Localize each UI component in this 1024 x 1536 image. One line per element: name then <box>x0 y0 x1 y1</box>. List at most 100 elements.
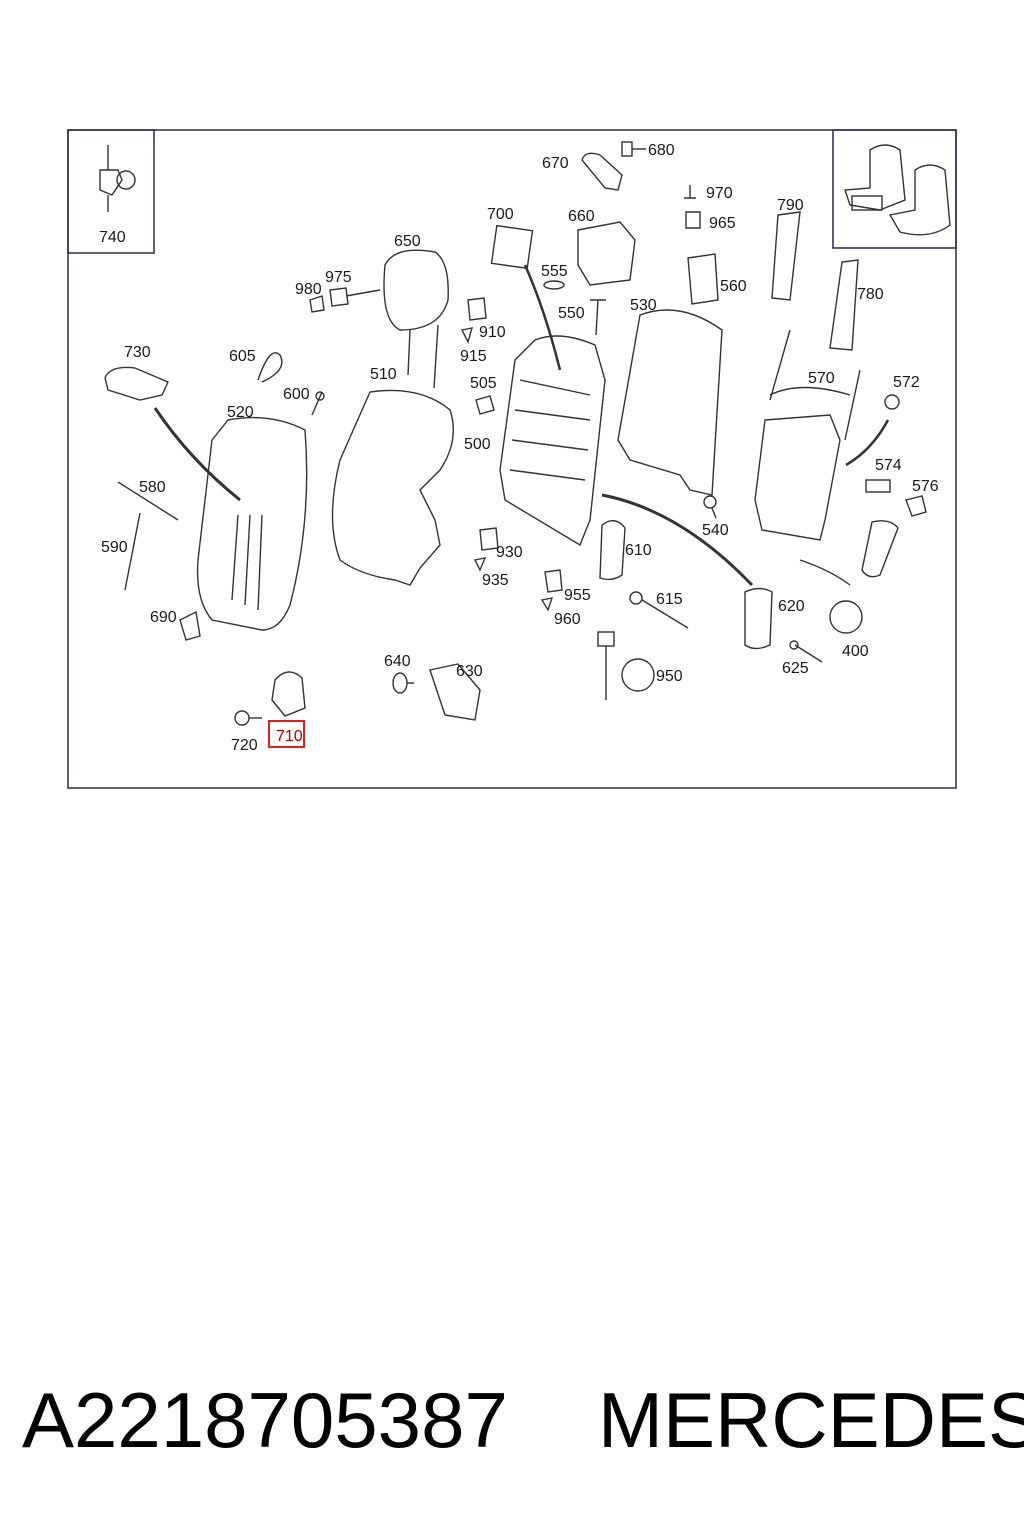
parts-diagram: 740 670 680 700 660 970 965 790 650 975 … <box>67 129 957 789</box>
bracket-670-icon <box>581 152 623 191</box>
wrench-400-icon <box>829 600 863 634</box>
diagram-frame <box>67 129 957 789</box>
label-500: 500 <box>464 436 491 453</box>
back-panel-530-icon <box>617 309 723 496</box>
label-630: 630 <box>456 663 483 680</box>
module-560-icon <box>687 253 719 305</box>
label-930: 930 <box>496 544 523 561</box>
inset-box-740 <box>67 129 155 254</box>
foam-510-icon <box>331 389 455 586</box>
wire-605-icon <box>257 352 283 383</box>
label-620: 620 <box>778 598 805 615</box>
bolt-680-icon <box>621 141 646 157</box>
brand-name: MERCEDES <box>598 1376 1024 1464</box>
label-615: 615 <box>656 591 683 608</box>
label-560: 560 <box>720 278 747 295</box>
clip-955-icon <box>544 569 563 593</box>
label-590: 590 <box>101 539 128 556</box>
pad-620-icon <box>744 587 773 650</box>
washer-555-icon <box>543 280 565 290</box>
label-790: 790 <box>777 197 804 214</box>
module-660-icon <box>577 221 636 286</box>
seat-thumbnail-icon <box>844 144 951 236</box>
label-574: 574 <box>875 457 902 474</box>
label-600: 600 <box>283 386 310 403</box>
label-965: 965 <box>709 215 736 232</box>
clip-975-icon <box>329 287 381 307</box>
label-955: 955 <box>564 587 591 604</box>
clip-930-icon <box>479 527 499 551</box>
clip-740-icon <box>99 145 136 212</box>
label-740: 740 <box>99 229 126 246</box>
frame-500-icon <box>499 335 606 547</box>
label-780: 780 <box>857 286 884 303</box>
label-400: 400 <box>842 643 869 660</box>
label-680: 680 <box>648 142 675 159</box>
pin-625-icon <box>789 640 823 663</box>
arrow-572-to-570 <box>845 419 890 467</box>
mat-570-icon <box>754 329 861 586</box>
cover-520-icon <box>196 416 308 631</box>
screw-550-icon <box>590 299 606 336</box>
wrench-950-icon <box>621 658 655 692</box>
pin-600-icon <box>311 391 325 416</box>
label-910: 910 <box>479 324 506 341</box>
label-960: 960 <box>554 611 581 628</box>
label-520: 520 <box>227 404 254 421</box>
trim-790-icon <box>771 211 801 301</box>
cap-980-icon <box>309 295 325 313</box>
label-670: 670 <box>542 155 569 172</box>
rod-580-icon <box>117 481 179 521</box>
hinge-630-icon <box>429 663 481 721</box>
trim-780-icon <box>829 259 859 351</box>
pin-915-icon <box>460 327 473 344</box>
label-610: 610 <box>625 542 652 559</box>
label-730: 730 <box>124 344 151 361</box>
label-540: 540 <box>702 522 729 539</box>
arrow-730-to-520 <box>153 407 241 502</box>
label-550: 550 <box>558 305 585 322</box>
knob-572-icon <box>884 394 900 410</box>
label-690: 690 <box>150 609 177 626</box>
label-650: 650 <box>394 233 421 250</box>
clip-505-icon <box>475 395 495 415</box>
label-975: 975 <box>325 269 352 286</box>
label-640: 640 <box>384 653 411 670</box>
label-660: 660 <box>568 208 595 225</box>
footer: A2218705387 MERCEDES <box>0 1370 1024 1470</box>
pin-935-icon <box>473 557 487 572</box>
cover-610-icon <box>599 520 626 581</box>
label-700: 700 <box>487 206 514 223</box>
pin-960-icon <box>540 597 554 612</box>
highlight-box-710 <box>268 720 305 748</box>
label-625: 625 <box>782 660 809 677</box>
label-970: 970 <box>706 185 733 202</box>
label-710: 710 <box>276 728 303 745</box>
bolt-720-icon <box>234 710 262 726</box>
plug-970-icon <box>684 185 696 199</box>
label-510: 510 <box>370 366 397 383</box>
clip-965-icon <box>685 211 701 229</box>
clip-574-icon <box>865 479 891 493</box>
inset-box-seat <box>832 129 957 249</box>
bolt-615-icon <box>629 591 689 629</box>
label-505: 505 <box>470 375 497 392</box>
cap-640-icon <box>392 672 414 694</box>
part-number: A2218705387 <box>22 1376 508 1464</box>
switch-700-icon <box>490 224 534 270</box>
rod-590-icon <box>124 512 141 591</box>
arrow-620-to-500 <box>601 493 754 587</box>
clip-690-icon <box>179 610 201 641</box>
arrow-700-to-500 <box>523 264 562 371</box>
clip-576-icon <box>905 495 927 517</box>
label-720: 720 <box>231 737 258 754</box>
label-605: 605 <box>229 348 256 365</box>
label-950: 950 <box>656 668 683 685</box>
screw-540-icon <box>703 495 717 519</box>
label-980: 980 <box>295 281 322 298</box>
label-580: 580 <box>139 479 166 496</box>
label-570: 570 <box>808 370 835 387</box>
handle-730-icon <box>104 366 169 401</box>
label-572: 572 <box>893 374 920 391</box>
headrest-650-icon <box>383 249 449 389</box>
